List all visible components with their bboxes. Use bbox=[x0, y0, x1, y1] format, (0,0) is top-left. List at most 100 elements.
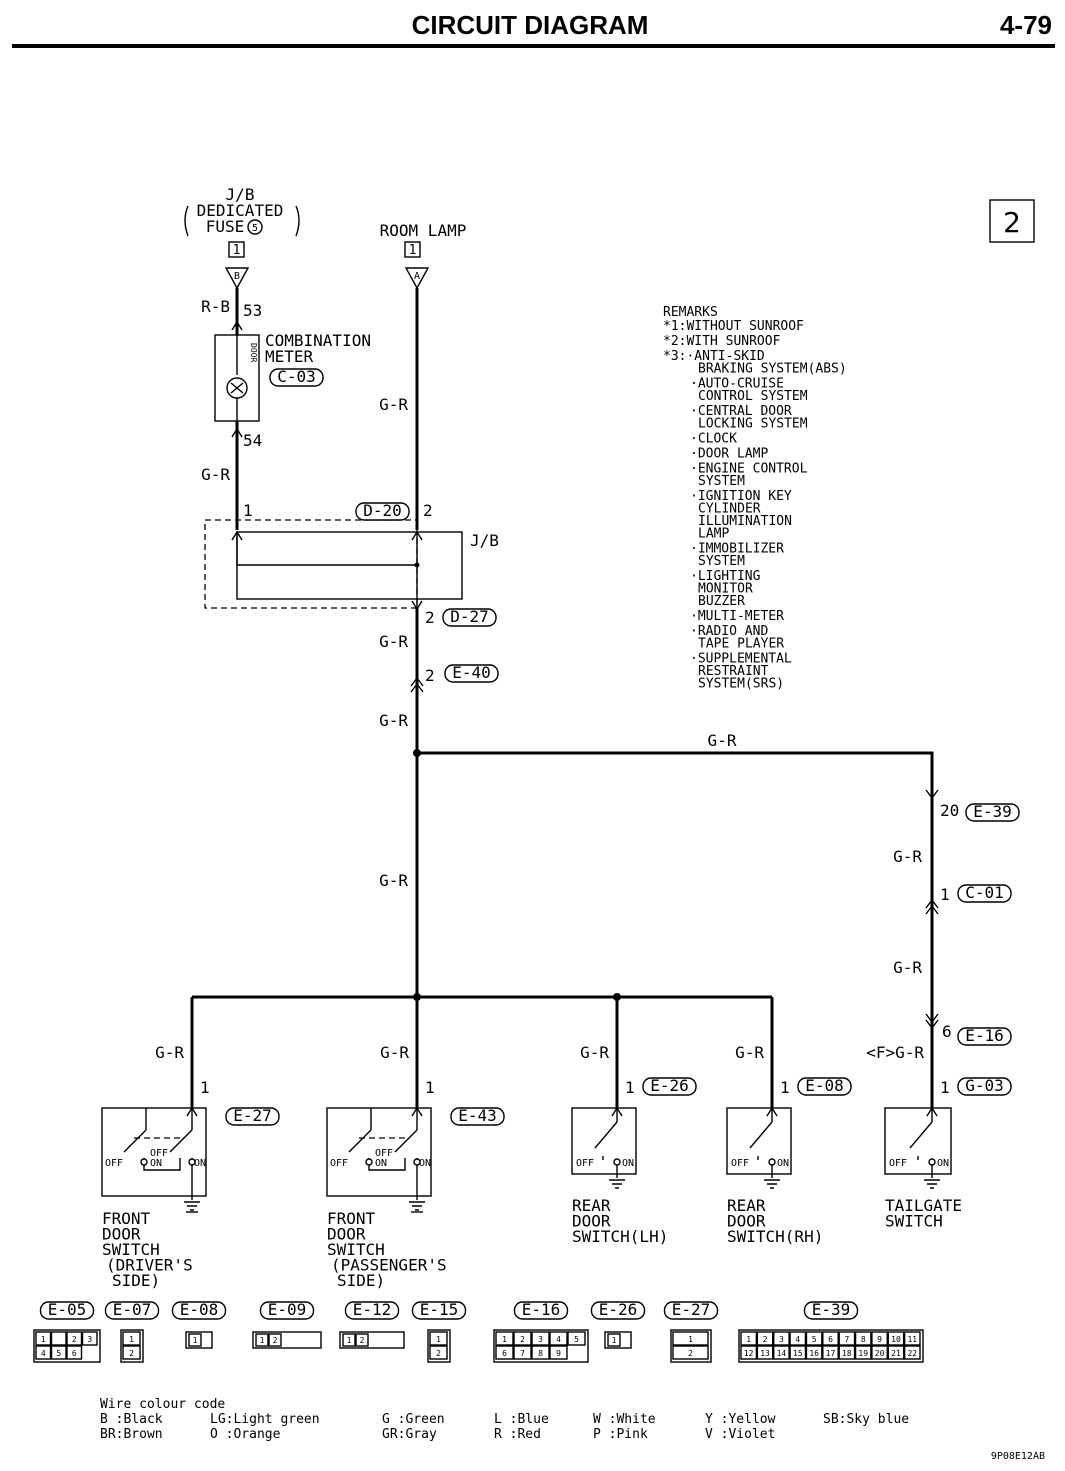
remarks-line: CONTROL SYSTEM bbox=[698, 389, 808, 404]
connector-pin: 8 bbox=[861, 1335, 866, 1344]
e39-pin: 20 bbox=[940, 801, 959, 820]
remarks-line: TAPE PLAYER bbox=[698, 637, 784, 652]
switch-name-line: DOOR bbox=[327, 1225, 366, 1244]
switch-connector-pill bbox=[450, 1107, 505, 1126]
connector-pill-c03 bbox=[269, 368, 324, 387]
connector-pin: 6 bbox=[502, 1349, 507, 1358]
ground-icon bbox=[609, 1179, 625, 1189]
connector-pin-cell bbox=[495, 1331, 514, 1346]
switch-on-label: ON bbox=[777, 1158, 789, 1169]
connector-view-id: E-07 bbox=[113, 1300, 152, 1319]
wire-label-right-mid: G-R bbox=[893, 847, 922, 866]
connector-pin: 2 bbox=[436, 1349, 441, 1358]
connector-pin: 1 bbox=[347, 1336, 352, 1345]
connector-pin-cell bbox=[740, 1345, 758, 1360]
connector-shell bbox=[33, 1329, 101, 1363]
switch-name-line: TAILGATE bbox=[885, 1196, 962, 1215]
connector-view-e-08: E-081 bbox=[171, 1300, 227, 1349]
switch-pin: 1 bbox=[940, 1078, 950, 1097]
remarks-line: *2:WITH SUNROOF bbox=[663, 334, 781, 349]
switch-name-line: SWITCH bbox=[102, 1240, 160, 1259]
connector-view-pill bbox=[171, 1301, 227, 1320]
connector-pin: 22 bbox=[907, 1349, 917, 1358]
connector-pin-cell bbox=[871, 1331, 888, 1346]
wire-colour-code-title: Wire colour code bbox=[100, 1397, 225, 1412]
fuse-circle bbox=[247, 219, 263, 235]
connector-pin-cell bbox=[567, 1331, 586, 1346]
connector-pin: 14 bbox=[777, 1349, 787, 1358]
connector-shell bbox=[120, 1329, 144, 1363]
remarks-line: ·ENGINE CONTROL bbox=[690, 462, 808, 477]
wire-label-branch-right: G-R bbox=[708, 731, 737, 750]
switch-connector: E-26 bbox=[650, 1076, 689, 1095]
connector-pin: 1 bbox=[41, 1335, 46, 1344]
wire-colour-entry: BR:Brown bbox=[100, 1427, 163, 1442]
wire-label-r-b: R-B bbox=[201, 297, 230, 316]
connector-pin: 20 bbox=[875, 1349, 885, 1358]
connector-pin: 2 bbox=[763, 1335, 768, 1344]
connector-pin: 21 bbox=[891, 1349, 901, 1358]
remarks-line: ILLUMINATION bbox=[698, 514, 792, 529]
switch-off-label: OFF bbox=[889, 1158, 907, 1169]
connector-view-id: E-26 bbox=[599, 1300, 638, 1319]
switch-off-label-2: OFF bbox=[150, 1148, 168, 1159]
connector-pin-cell bbox=[549, 1331, 568, 1346]
connector-pin: 19 bbox=[858, 1349, 868, 1358]
switch-connector-pill bbox=[957, 1077, 1012, 1096]
connector-shell bbox=[252, 1331, 322, 1349]
connector-pin: 10 bbox=[891, 1335, 901, 1344]
connector-view-id: E-16 bbox=[522, 1300, 561, 1319]
connector-pin: 1 bbox=[688, 1335, 693, 1344]
switch-on-label-2: ON bbox=[150, 1158, 162, 1169]
switch-name-line: SWITCH bbox=[885, 1212, 943, 1231]
jb-label: J/B bbox=[470, 531, 499, 550]
wire-label-right-lower: G-R bbox=[893, 958, 922, 977]
e40-pin: 2 bbox=[425, 666, 435, 685]
jb-pin-box bbox=[228, 241, 245, 258]
switch-name-line: SWITCH(RH) bbox=[727, 1227, 823, 1246]
connector-pin: 1 bbox=[260, 1336, 265, 1345]
pin-arrow bbox=[231, 320, 243, 331]
wire-colour-entry: W :White bbox=[593, 1412, 656, 1427]
connector-pin-cell bbox=[35, 1345, 52, 1360]
switch-name-line: REAR bbox=[727, 1196, 766, 1215]
remarks-line: LAMP bbox=[698, 527, 729, 542]
switch-body bbox=[884, 1107, 952, 1175]
remarks-line: ·IGNITION KEY bbox=[690, 489, 792, 504]
connector-pin-cell bbox=[773, 1345, 790, 1360]
connector-view-pill bbox=[663, 1301, 719, 1320]
meter-inner-label: DOOR bbox=[249, 343, 258, 362]
jb-pin-2: 2 bbox=[423, 501, 433, 520]
connector-d27: D-27 bbox=[450, 607, 489, 626]
connector-pin: 2 bbox=[273, 1336, 278, 1345]
connector-pin-cell bbox=[268, 1333, 282, 1347]
connector-pill-e16 bbox=[957, 1027, 1012, 1046]
ground-icon bbox=[184, 1201, 200, 1211]
wire-colour-entry: LG:Light green bbox=[210, 1412, 320, 1427]
remarks-line: *3:·ANTI-SKID bbox=[663, 349, 765, 364]
jb-pin: 1 bbox=[233, 243, 241, 258]
switch-on-label: ON bbox=[194, 1158, 206, 1169]
wire-colour-entry: SB:Sky blue bbox=[823, 1412, 909, 1427]
connector-pin-cell bbox=[903, 1331, 921, 1346]
c01-pin: 1 bbox=[940, 885, 950, 904]
wire-colour-entry: GR:Gray bbox=[382, 1427, 437, 1442]
page-number: 4-79 bbox=[1000, 10, 1052, 40]
jb-out-pin: 2 bbox=[425, 608, 435, 627]
switch-off-label: OFF bbox=[330, 1158, 348, 1169]
wire-branch-right bbox=[417, 751, 934, 1105]
connector-pin: 7 bbox=[520, 1349, 525, 1358]
switch-pin: 1 bbox=[425, 1078, 435, 1097]
connector-pin-cell bbox=[756, 1331, 774, 1346]
remarks-line: ·IMMOBILIZER bbox=[690, 542, 784, 557]
connector-pin-cell bbox=[672, 1345, 709, 1360]
connector-pill-d27 bbox=[442, 608, 497, 627]
connector-pill-c01 bbox=[957, 884, 1012, 903]
remarks-line: ·LIGHTING bbox=[690, 569, 761, 584]
connector-pin: 2 bbox=[520, 1335, 525, 1344]
connector-view-e-26: E-261 bbox=[590, 1300, 646, 1349]
ground-icon bbox=[409, 1201, 425, 1211]
